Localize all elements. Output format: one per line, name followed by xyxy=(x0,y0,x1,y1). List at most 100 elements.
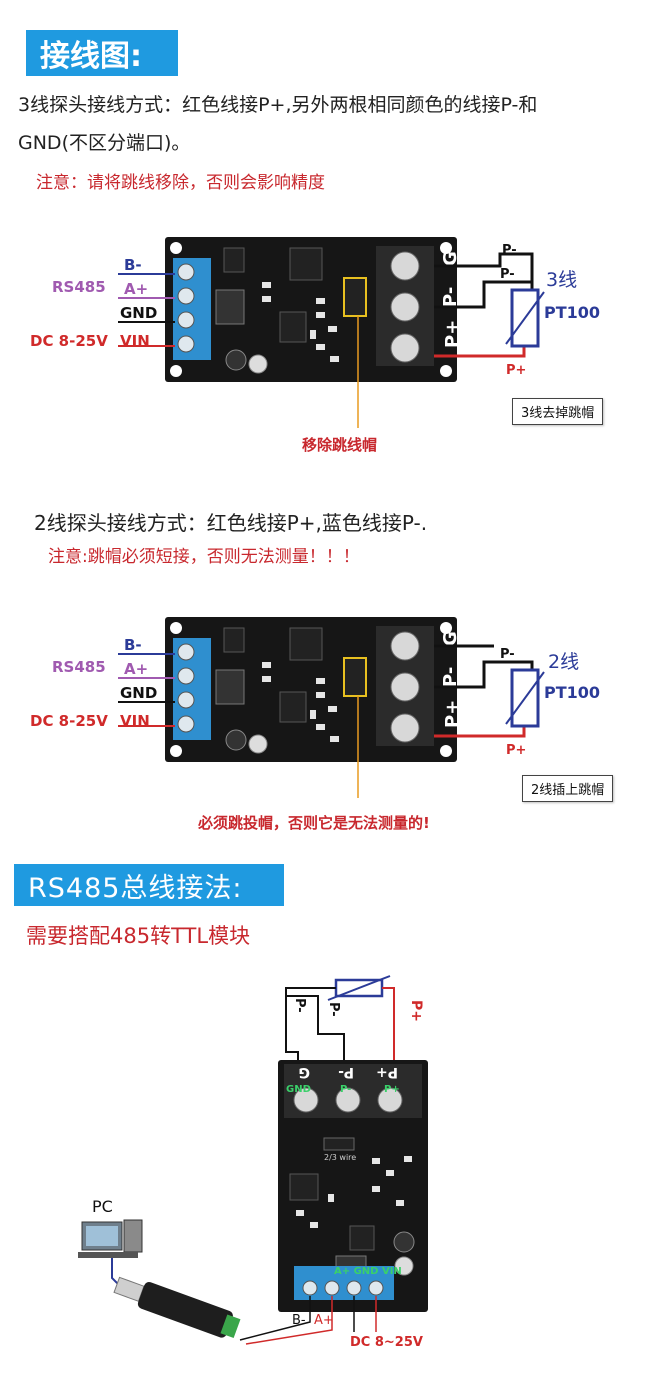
label-gnd: GND xyxy=(120,304,157,322)
terminal-screw xyxy=(324,1280,340,1296)
section2-desc: 2线探头接线方式：红色线接P+,蓝色线接P-. xyxy=(34,511,428,535)
terminal-screw xyxy=(390,672,420,702)
label-rs485: RS485 xyxy=(52,278,106,296)
label-a-plus: A+ xyxy=(124,660,148,678)
terminal-screw xyxy=(368,1280,384,1296)
terminal-screw xyxy=(177,643,195,661)
regulator xyxy=(215,669,245,705)
terminal-screw xyxy=(177,715,195,733)
sensor-label: PT100 xyxy=(544,303,600,322)
ic-chip xyxy=(223,247,245,273)
pcb-board xyxy=(278,1060,428,1312)
mount-hole xyxy=(440,745,452,757)
terminal-label-pminus: P- xyxy=(440,667,461,687)
wire-label-pminus-1: P- xyxy=(292,998,307,1013)
wire-label-pplus: P+ xyxy=(506,363,526,378)
section3-note: 需要搭配485转TTL模块 xyxy=(26,924,251,948)
section2-box-label: 2线插上跳帽 xyxy=(522,775,614,802)
bottom-label-b: B- xyxy=(292,1313,306,1328)
capacitor xyxy=(393,1231,415,1253)
label-a-plus: A+ xyxy=(124,280,148,298)
sensor-label: PT100 xyxy=(544,683,600,702)
terminal-screw xyxy=(177,311,195,329)
pc-label: PC xyxy=(92,1197,113,1216)
section1-banner: 接线图: xyxy=(26,30,178,76)
mount-hole xyxy=(440,622,452,634)
capacitor xyxy=(248,354,268,374)
ic-chip xyxy=(279,691,307,723)
terminal-screw xyxy=(390,251,420,281)
terminal-screw xyxy=(390,333,420,363)
section3-banner: RS485总线接法: xyxy=(14,864,284,906)
terminal-screw xyxy=(177,335,195,353)
section1-note: 注意：请将跳线移除，否则会影响精度 xyxy=(36,173,325,193)
mount-hole xyxy=(440,365,452,377)
label-gnd: GND xyxy=(120,684,157,702)
ic-chip xyxy=(223,627,245,653)
terminal-screw xyxy=(390,713,420,743)
terminal-screw xyxy=(177,263,195,281)
label-dc: DC 8-25V xyxy=(30,712,108,730)
terminal-screw xyxy=(346,1280,362,1296)
mount-hole xyxy=(170,365,182,377)
terminal-screw xyxy=(302,1280,318,1296)
section1-box-label: 3线去掉跳帽 xyxy=(512,398,604,425)
terminal-label-g: G xyxy=(440,251,461,266)
terminal-screw xyxy=(177,287,195,305)
jumper-header xyxy=(343,277,367,317)
terminal-screw xyxy=(377,1087,403,1113)
capacitor xyxy=(248,734,268,754)
section3-bus-diagram: P- P- P+ G P- P+ GND P- P+ 2/3 wire A+ G… xyxy=(78,975,428,1350)
ic-chip xyxy=(289,1173,319,1201)
ic-chip xyxy=(349,1225,375,1251)
terminal-label-g: G xyxy=(299,1064,311,1080)
jumper-header xyxy=(343,657,367,697)
terminal-label-pminus: P- xyxy=(338,1064,354,1080)
bottom-label-a: A+ xyxy=(314,1313,334,1328)
terminal-screw xyxy=(390,631,420,661)
wire-count-label: 2线 xyxy=(548,651,579,673)
terminal-screw xyxy=(335,1087,361,1113)
ic-chip xyxy=(279,311,307,343)
terminal-label-pplus: P+ xyxy=(442,700,463,728)
silk-pplus: P+ xyxy=(384,1084,400,1095)
label-b-minus: B- xyxy=(124,256,142,274)
wire-label-pplus: P+ xyxy=(408,1000,424,1022)
jumper-header xyxy=(323,1137,355,1151)
bottom-label-dc: DC 8~25V xyxy=(350,1335,423,1350)
section1-desc-line2: GND(不区分端口)。 xyxy=(18,132,191,154)
silk-gnd: GND xyxy=(286,1084,311,1095)
terminal-screw xyxy=(177,667,195,685)
pc-tower-icon xyxy=(123,1219,143,1253)
bottom-silk-label: A+ GND VIN xyxy=(334,1266,402,1277)
wire-count-label: 3线 xyxy=(546,269,577,291)
terminal-screw xyxy=(390,292,420,322)
section2-note: 注意:跳帽必须短接，否则无法测量！！！ xyxy=(48,547,360,567)
label-b-minus: B- xyxy=(124,636,142,654)
wire-label-pminus-2: P- xyxy=(500,267,515,282)
silk-pminus: P- xyxy=(340,1084,351,1095)
label-rs485: RS485 xyxy=(52,658,106,676)
mount-hole xyxy=(170,622,182,634)
ic-chip xyxy=(289,247,323,281)
callout-label: 移除跳线帽 xyxy=(302,436,377,454)
capacitor xyxy=(394,1256,414,1276)
usb-plug xyxy=(113,1276,145,1302)
mount-hole xyxy=(170,745,182,757)
terminal-label-g: G xyxy=(440,631,461,646)
label-vin: VIN xyxy=(120,712,150,730)
terminal-screw xyxy=(293,1087,319,1113)
terminal-screw xyxy=(177,691,195,709)
terminal-label-pplus: P+ xyxy=(442,320,463,348)
wire-label-pminus-1: P- xyxy=(502,243,517,258)
section2-wiring-diagram: G P- P+ B- RS485 A+ GND DC 8-25V VIN P- … xyxy=(30,617,600,798)
wire-label-pplus: P+ xyxy=(506,743,526,758)
ic-chip xyxy=(289,627,323,661)
green-terminal xyxy=(220,1314,241,1339)
usb-ttl-module xyxy=(137,1282,233,1338)
mount-hole xyxy=(170,242,182,254)
mount-hole xyxy=(440,242,452,254)
terminal-label-pminus: P- xyxy=(440,287,461,307)
wire-label-pminus-2: P- xyxy=(326,1002,341,1017)
wire-label-pminus: P- xyxy=(500,647,515,662)
